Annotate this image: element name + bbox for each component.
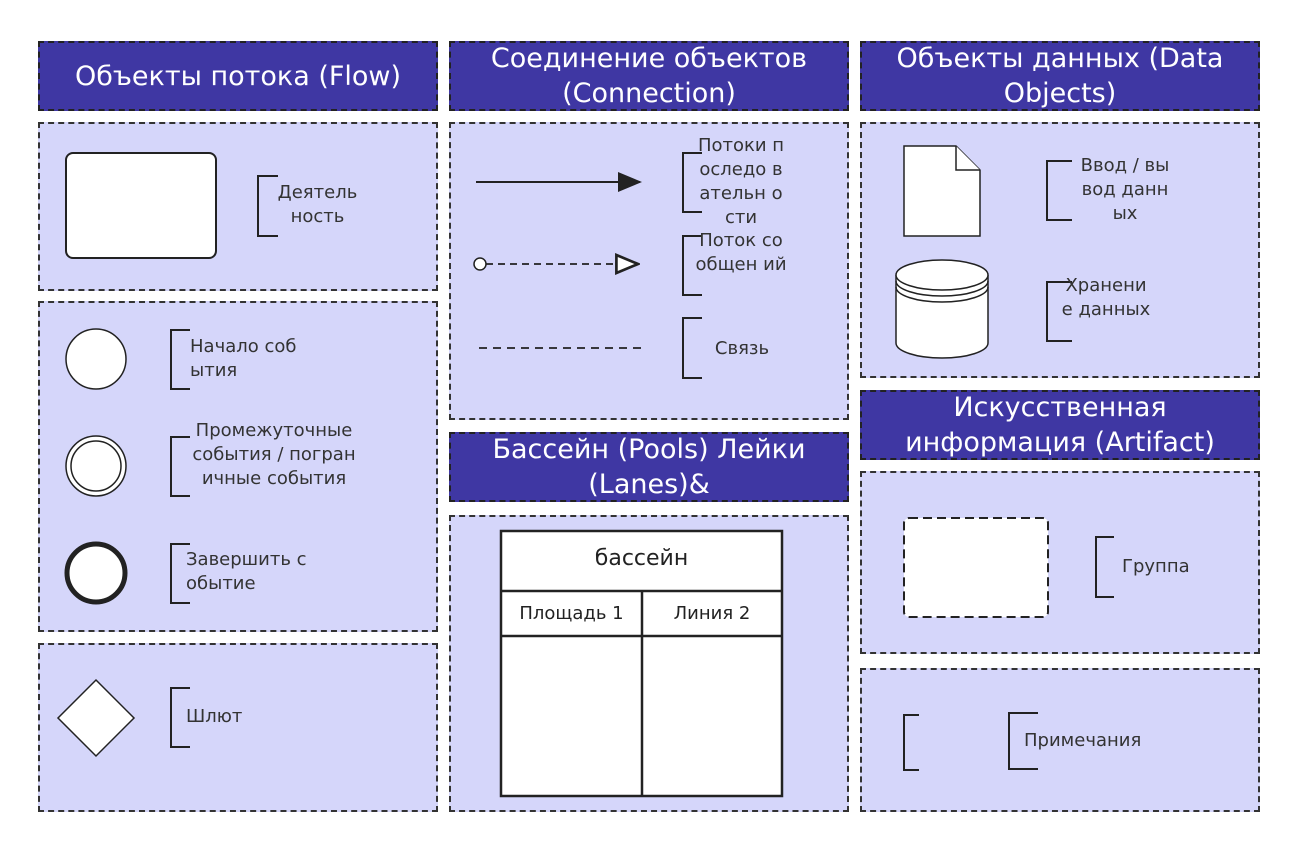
end-event-label: Завершить событие: [186, 549, 307, 594]
sequence-flow-label: Потоки последо вательн ости: [697, 135, 785, 228]
pool-lane-2-label: Линия 2: [673, 603, 751, 624]
annotation-label: Примечания: [1024, 730, 1142, 751]
intermediate-event-label: Промежуточные события / пограничные собы…: [192, 420, 356, 489]
message-flow-label: Поток сообщен ий: [695, 230, 787, 275]
header-pools-lanes: Бассейн (Pools) Лейки (Lanes)&: [449, 432, 849, 502]
activity-label: Деятель ность: [277, 182, 358, 227]
pool-lane-1-label: Площадь 1: [519, 603, 624, 624]
data-store-label: Хранени е данных: [1061, 275, 1151, 320]
association-label: Связь: [714, 338, 770, 359]
data-input-output-label: Ввод / вывод данных: [1080, 155, 1170, 224]
gateway-label: Шлют: [186, 706, 243, 727]
header-connecting-objects: Соединение объектов (Connection): [449, 41, 849, 111]
header-flow-objects: Объекты потока (Flow): [38, 41, 438, 111]
panel-connections: [449, 122, 849, 420]
header-data-objects: Объекты данных (Data Objects): [860, 41, 1260, 111]
pool-title: бассейн: [594, 546, 689, 571]
panel-data-objects: [860, 122, 1260, 378]
panel-activity: [38, 122, 438, 291]
group-label: Группа: [1122, 556, 1190, 577]
header-artifacts: Искусственная информация (Artifact): [860, 390, 1260, 460]
panel-annotation: [860, 668, 1260, 812]
start-event-label: Начало события: [190, 336, 297, 381]
